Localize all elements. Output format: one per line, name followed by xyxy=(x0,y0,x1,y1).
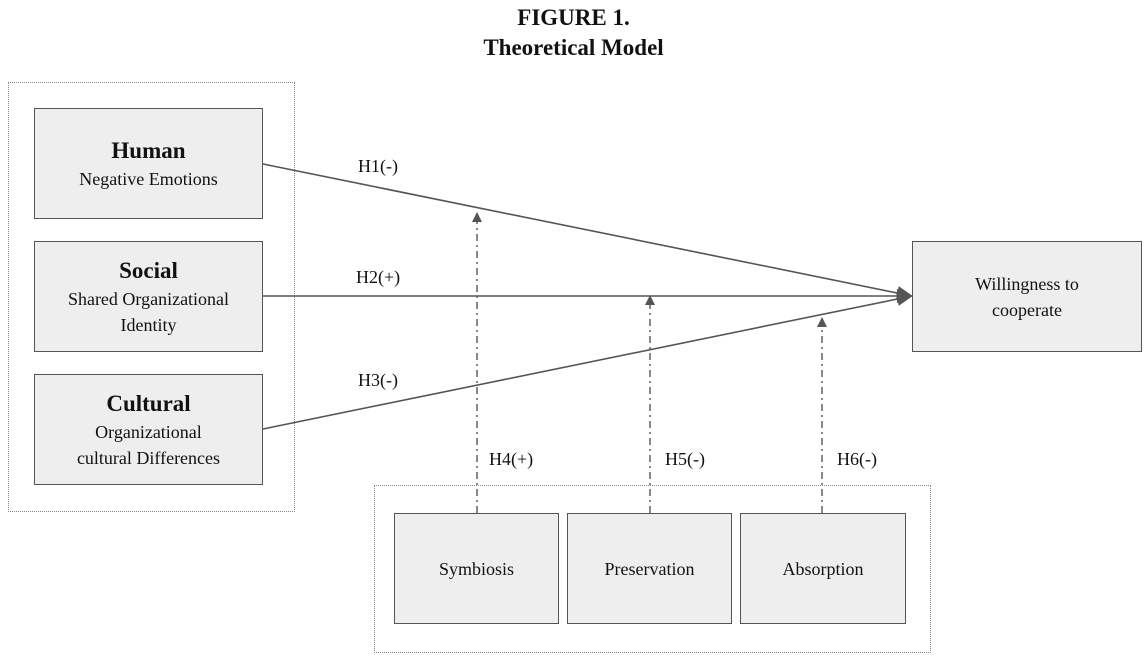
symbiosis-box: Symbiosis xyxy=(394,513,559,624)
h1-label: H1(-) xyxy=(358,156,398,176)
moderators-group xyxy=(374,485,931,653)
h3-path xyxy=(262,292,913,430)
absorption-box: Absorption xyxy=(740,513,906,624)
social-subtitle-line2: Identity xyxy=(120,314,177,335)
figure-number: FIGURE 1. xyxy=(517,5,630,30)
preservation-box: Preservation xyxy=(567,513,732,624)
figure-title: Theoretical Model xyxy=(483,35,664,60)
willingness-line1: Willingness to xyxy=(975,273,1079,294)
willingness-line2: cooperate xyxy=(992,299,1062,320)
cultural-subtitle-line1: Organizational xyxy=(95,421,202,442)
willingness-box: Willingness to cooperate xyxy=(912,241,1142,352)
h3-label: H3(-) xyxy=(358,370,398,390)
h5-label: H5(-) xyxy=(665,449,705,469)
antecedents-group xyxy=(8,82,295,512)
h1-path xyxy=(262,163,913,300)
cultural-box: Cultural Organizational cultural Differe… xyxy=(34,374,263,485)
absorption-label: Absorption xyxy=(782,558,864,579)
preservation-label: Preservation xyxy=(604,558,695,579)
social-subtitle-line1: Shared Organizational xyxy=(67,288,230,309)
cultural-subtitle-line2: cultural Differences xyxy=(76,447,221,468)
symbiosis-label: Symbiosis xyxy=(438,558,515,579)
h2-label: H2(+) xyxy=(356,267,401,287)
cultural-heading: Cultural xyxy=(106,390,191,416)
human-heading: Human xyxy=(111,137,186,163)
human-box: Human Negative Emotions xyxy=(34,108,263,219)
h6-label: H6(-) xyxy=(837,449,877,469)
h4-label: H4(+) xyxy=(489,449,534,469)
human-subtitle: Negative Emotions xyxy=(79,168,218,189)
social-heading: Social xyxy=(119,257,178,283)
social-box: Social Shared Organizational Identity xyxy=(34,241,263,352)
